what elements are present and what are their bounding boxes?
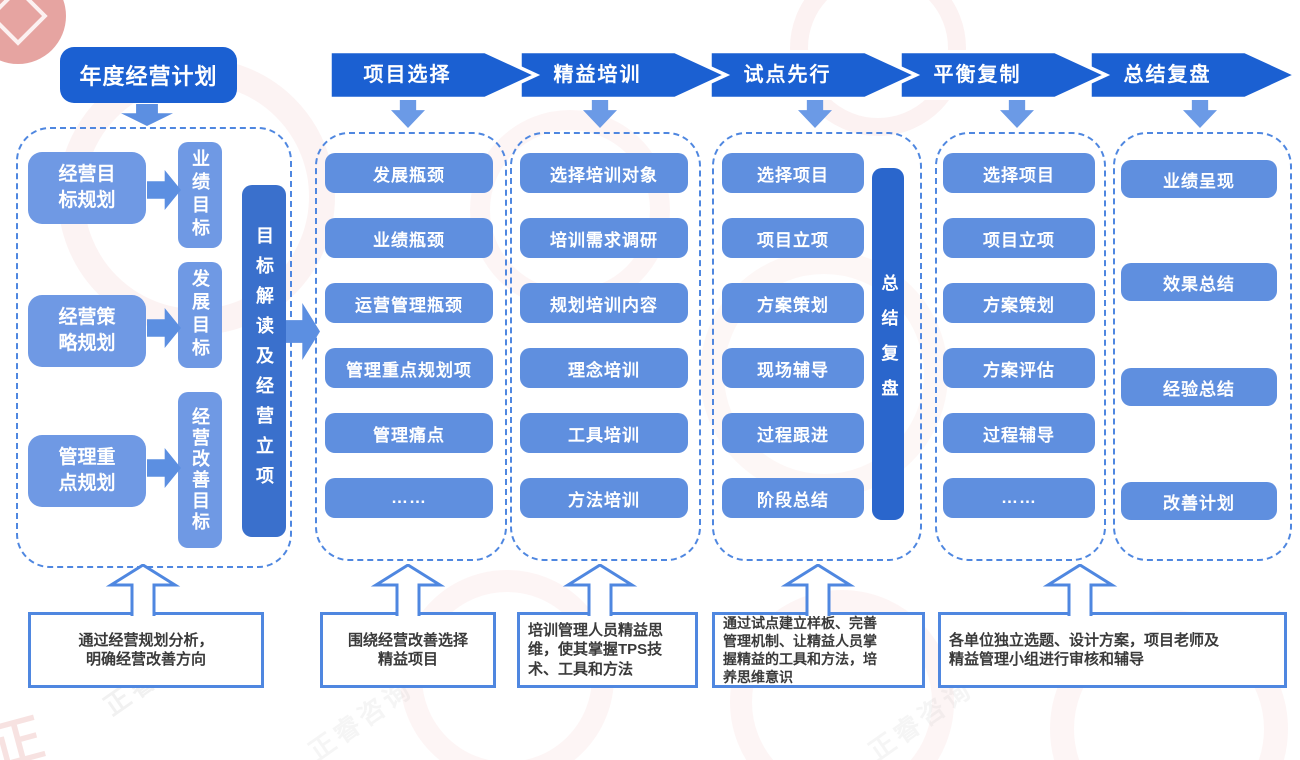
note-box: 通过经营规划分析， 明确经营改善方向 xyxy=(28,612,264,688)
watermark-logo-icon xyxy=(0,0,66,64)
step-box: 工具培训 xyxy=(520,413,688,453)
step-box: 运营管理瓶颈 xyxy=(325,283,493,323)
step-box: 方法培训 xyxy=(520,478,688,518)
down-arrow-icon xyxy=(391,100,425,128)
banner-stage-1: 项目选择 xyxy=(363,64,452,86)
step-box: 选择培训对象 xyxy=(520,153,688,193)
up-arrow-icon xyxy=(370,564,446,616)
banner-stage-3: 试点先行 xyxy=(743,64,832,86)
stage-container-lean-training xyxy=(510,132,701,561)
step-box: 发展瓶颈 xyxy=(325,153,493,193)
up-arrow-icon xyxy=(780,564,856,616)
step-box: 选择项目 xyxy=(722,153,864,193)
up-arrow-icon xyxy=(562,564,638,616)
note-box: 培训管理人员精益思 维，使其掌握TPS技 术、工具和方法 xyxy=(517,612,698,688)
down-arrow-icon xyxy=(583,100,617,128)
plan-source-box: 管理重 点规划 xyxy=(28,435,146,507)
banner-stage-4: 平衡复制 xyxy=(933,64,1022,86)
step-box: 项目立项 xyxy=(943,218,1095,258)
step-box: 改善计划 xyxy=(1121,482,1277,520)
step-box: …… xyxy=(943,478,1095,518)
stage-banner-row xyxy=(330,50,1300,100)
note-box: 通过试点建立样板、完善 管理机制、让精益人员掌 握精益的工具和方法，培 养思维意… xyxy=(712,612,925,688)
stage-container-planning xyxy=(16,127,292,568)
step-box: 规划培训内容 xyxy=(520,283,688,323)
step-box: 过程跟进 xyxy=(722,413,864,453)
goal-box: 业绩目标 xyxy=(178,142,222,248)
down-arrow-icon xyxy=(1183,100,1217,128)
step-box: 选择项目 xyxy=(943,153,1095,193)
note-box: 各单位独立选题、设计方案，项目老师及 精益管理小组进行审核和辅导 xyxy=(938,612,1287,688)
goal-box: 经营改善目标 xyxy=(178,392,222,548)
up-arrow-icon xyxy=(1042,564,1118,616)
step-box: …… xyxy=(325,478,493,518)
step-box: 经验总结 xyxy=(1121,368,1277,406)
goal-interpretation-bar: 目标解读及经营立项 xyxy=(242,185,286,537)
step-box: 方案策划 xyxy=(943,283,1095,323)
down-arrow-icon xyxy=(798,100,832,128)
summary-review-bar: 总结复盘 xyxy=(872,168,904,520)
note-box: 围绕经营改善选择 精益项目 xyxy=(320,612,496,688)
banner-stage-5: 总结复盘 xyxy=(1123,64,1212,86)
step-box: 方案评估 xyxy=(943,348,1095,388)
plan-source-box: 经营策 略规划 xyxy=(28,295,146,367)
up-arrow-icon xyxy=(105,564,181,616)
step-box: 阶段总结 xyxy=(722,478,864,518)
step-box: 理念培训 xyxy=(520,348,688,388)
step-box: 项目立项 xyxy=(722,218,864,258)
stage-container-pilot-first xyxy=(712,132,922,561)
down-arrow-icon xyxy=(1000,100,1034,128)
stage-container-project-selection xyxy=(315,132,507,561)
banner-stage-2: 精益培训 xyxy=(553,64,642,86)
step-box: 过程辅导 xyxy=(943,413,1095,453)
step-box: 管理痛点 xyxy=(325,413,493,453)
watermark-character: 正 xyxy=(0,707,54,760)
step-box: 培训需求调研 xyxy=(520,218,688,258)
step-box: 业绩瓶颈 xyxy=(325,218,493,258)
step-box: 业绩呈现 xyxy=(1121,160,1277,198)
watermark-diamond-icon xyxy=(0,0,48,46)
stage-container-summary-review xyxy=(1113,132,1292,561)
stage-container-balanced-replication xyxy=(935,132,1106,561)
step-box: 现场辅导 xyxy=(722,348,864,388)
down-arrow-icon xyxy=(121,104,173,126)
goal-box: 发展目标 xyxy=(178,262,222,368)
step-box: 管理重点规划项 xyxy=(325,348,493,388)
annual-plan-box: 年度经营计划 xyxy=(60,47,237,103)
plan-source-box: 经营目 标规划 xyxy=(28,152,146,224)
step-box: 效果总结 xyxy=(1121,263,1277,301)
step-box: 方案策划 xyxy=(722,283,864,323)
